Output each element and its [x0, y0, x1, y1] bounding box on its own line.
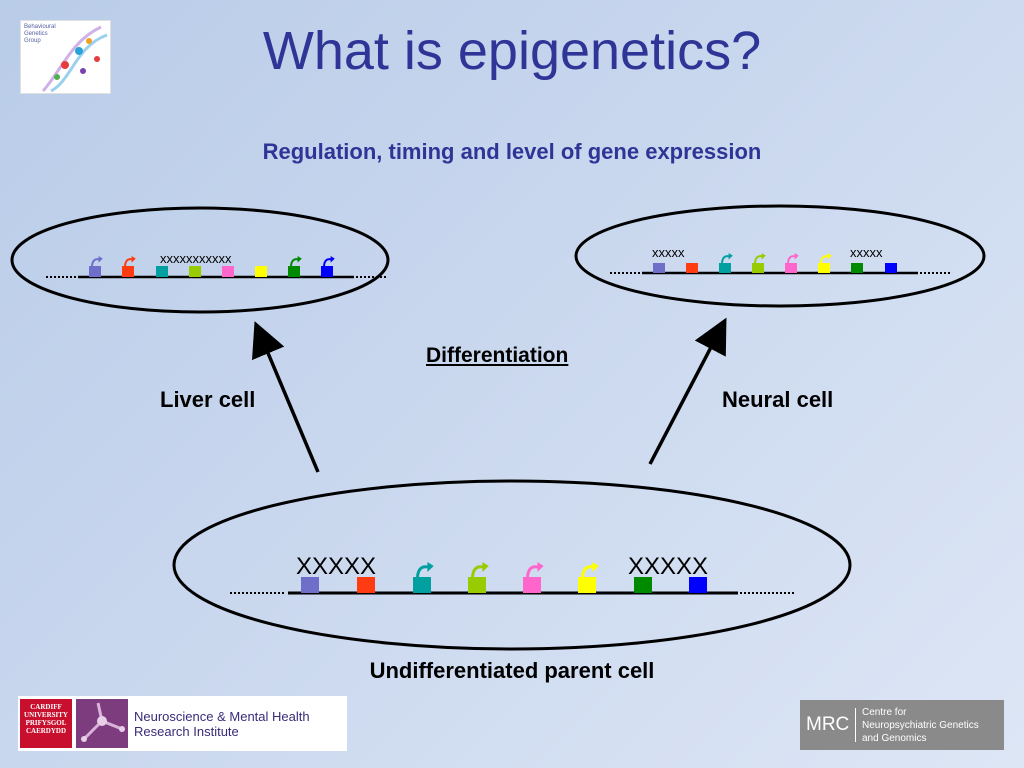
- neural-expression-arrow-3: [721, 255, 730, 264]
- liver-gene-7: [288, 266, 300, 277]
- liver-expression-arrowhead-7: [297, 256, 302, 263]
- liver-silence-marks: xxxxxxxxxxx: [160, 251, 232, 266]
- neural-gene-7: [851, 263, 863, 273]
- parent-gene-1: [301, 577, 319, 593]
- liver-expression-arrowhead-1: [98, 256, 103, 263]
- liver-genes: [89, 256, 335, 277]
- cardiff-logo-text: CARDIFF UNIVERSITY PRIFYSGOL CAERDYDD: [24, 703, 68, 735]
- parent-expression-arrow-4: [471, 565, 484, 578]
- parent-silence-left: XXXXX: [296, 553, 376, 580]
- liver-gene-6: [255, 266, 267, 277]
- parent-expression-arrow-6: [581, 565, 594, 578]
- mrc-cngg-logo: MRC Centre for Neuropsychiatric Genetics…: [800, 700, 1004, 750]
- cngg-logo-text: Centre for Neuropsychiatric Genetics and…: [862, 707, 979, 744]
- neural-expression-arrowhead-3: [728, 253, 733, 260]
- neural-gene-2: [686, 263, 698, 273]
- differentiation-label: Differentiation: [426, 344, 569, 367]
- liver-gene-2: [122, 266, 134, 277]
- liver-gene-5: [222, 266, 234, 277]
- footer-partner-logos: CARDIFF UNIVERSITY PRIFYSGOL CAERDYDD Ne…: [18, 696, 347, 751]
- liver-expression-arrow-8: [323, 258, 332, 267]
- parent-expression-arrowhead-3: [427, 562, 434, 572]
- neural-expression-arrowhead-4: [761, 253, 766, 260]
- page-subtitle: Regulation, timing and level of gene exp…: [262, 139, 762, 164]
- behavioural-genetics-logo: Behavioural Genetics Group: [20, 20, 111, 94]
- liver-expression-arrow-7: [290, 258, 299, 267]
- parent-gene-7: [634, 577, 652, 593]
- neural-gene-6: [818, 263, 830, 273]
- parent-cell-label: Undifferentiated parent cell: [369, 658, 655, 683]
- neural-expression-arrowhead-5: [794, 253, 799, 260]
- parent-gene-6: [578, 577, 596, 593]
- neural-silence-right: xxxxx: [850, 245, 883, 260]
- parent-silence-right: XXXXX: [628, 553, 708, 580]
- neural-cell-ellipse: [574, 204, 986, 308]
- dna-helix-icon: [41, 25, 108, 93]
- parent-gene-3: [413, 577, 431, 593]
- liver-gene-4: [189, 266, 201, 277]
- behavioural-genetics-logo-text: Behavioural Genetics Group: [24, 24, 56, 44]
- parent-expression-arrow-3: [416, 565, 429, 578]
- liver-gene-1: [89, 266, 101, 277]
- liver-expression-arrowhead-8: [330, 256, 335, 263]
- liver-expression-arrow-1: [91, 258, 100, 267]
- liver-expression-arrow-2: [124, 258, 133, 267]
- mrc-logo-mark: MRC: [806, 714, 850, 735]
- neural-gene-8: [885, 263, 897, 273]
- neural-gene-4: [752, 263, 764, 273]
- parent-expression-arrowhead-4: [482, 562, 489, 572]
- parent-gene-4: [468, 577, 486, 593]
- neural-gene-1: [653, 263, 665, 273]
- neural-expression-arrow-5: [787, 255, 796, 264]
- neural-cell-label: Neural cell: [722, 387, 834, 412]
- page-title: What is epigenetics?: [262, 21, 762, 81]
- parent-gene-8: [689, 577, 707, 593]
- neural-silence-left: xxxxx: [652, 245, 685, 260]
- parent-expression-arrowhead-5: [537, 562, 544, 572]
- mrc-logo-divider: [855, 708, 856, 742]
- neural-gene-3: [719, 263, 731, 273]
- neural-expression-arrowhead-6: [827, 253, 832, 260]
- liver-expression-arrowhead-2: [131, 256, 136, 263]
- parent-gene-5: [523, 577, 541, 593]
- nmhri-network-icon: [76, 699, 128, 748]
- arrow-to-neural-cell: [648, 317, 727, 465]
- parent-gene-2: [357, 577, 375, 593]
- liver-gene-8: [321, 266, 333, 277]
- neural-expression-arrow-6: [820, 255, 829, 264]
- liver-cell-ellipse: [10, 206, 390, 314]
- neural-expression-arrow-4: [754, 255, 763, 264]
- arrow-to-liver-cell: [252, 321, 320, 473]
- nmhri-logo-text: Neuroscience & Mental Health Research In…: [134, 709, 310, 739]
- cardiff-university-logo: CARDIFF UNIVERSITY PRIFYSGOL CAERDYDD: [20, 699, 72, 748]
- liver-cell-label: Liver cell: [160, 387, 256, 412]
- parent-expression-arrowhead-6: [592, 562, 599, 572]
- parent-cell-ellipse: [172, 479, 852, 651]
- liver-gene-3: [156, 266, 168, 277]
- parent-genes: [301, 562, 707, 593]
- parent-expression-arrow-5: [526, 565, 539, 578]
- neural-gene-5: [785, 263, 797, 273]
- neural-genes: [653, 253, 897, 273]
